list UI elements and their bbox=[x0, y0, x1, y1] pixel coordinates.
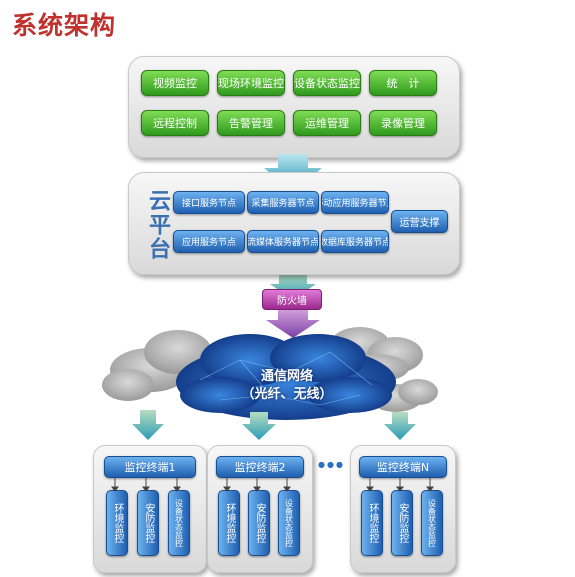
alarm-management-button[interactable]: 告警管理 bbox=[217, 110, 285, 136]
video-monitoring-button[interactable]: 视频监控 bbox=[141, 70, 209, 96]
terminal-panel-n: 监控终端N 环境监控 安防监控 设备状态监控 bbox=[350, 445, 456, 573]
security-monitoring-2[interactable]: 安防监控 bbox=[248, 490, 270, 556]
terminal-panel-1: 监控终端1 环境监控 安防监控 设备状态监控 bbox=[93, 445, 207, 573]
network-cloud bbox=[176, 334, 396, 420]
mobile-app-server-node[interactable]: 移动应用服务器节点 bbox=[321, 191, 389, 214]
terminal-title-2[interactable]: 监控终端2 bbox=[216, 456, 304, 478]
ellipsis: ●●● bbox=[318, 460, 345, 469]
page-title: 系统架构 bbox=[12, 11, 117, 40]
terminal-panel-2: 监控终端2 环境监控 安防监控 设备状态监控 bbox=[207, 445, 313, 573]
firewall-label: 防火墙 bbox=[262, 289, 322, 310]
statistics-button[interactable]: 统 计 bbox=[369, 70, 437, 96]
operation-maintenance-button[interactable]: 运维管理 bbox=[293, 110, 361, 136]
terminal-title-1[interactable]: 监控终端1 bbox=[104, 456, 196, 478]
device-status-monitoring-button[interactable]: 设备状态监控 bbox=[293, 70, 361, 96]
down-arrow-terminal-1 bbox=[132, 410, 164, 440]
device-status-monitoring-n[interactable]: 设备状态监控 bbox=[421, 490, 443, 556]
security-monitoring-1[interactable]: 安防监控 bbox=[137, 490, 159, 556]
network-label-line1: 通信网络 bbox=[260, 369, 313, 384]
network-label: 通信网络 （光纤、无线） bbox=[212, 368, 362, 404]
streaming-media-server-node[interactable]: 流媒体服务器节点 bbox=[247, 230, 319, 253]
collection-server-node[interactable]: 采集服务器节点 bbox=[247, 191, 319, 214]
cloud-platform-label: 云平台 bbox=[145, 189, 170, 261]
cloud-platform-panel: 云平台 接口服务节点 采集服务器节点 移动应用服务器节点 应用服务节点 流媒体服… bbox=[128, 172, 460, 275]
database-server-node[interactable]: 数据库服务器节点 bbox=[321, 230, 389, 253]
environment-monitoring-n[interactable]: 环境监控 bbox=[361, 490, 383, 556]
operation-support-node[interactable]: 运营支撑 bbox=[391, 210, 448, 233]
network-label-line2: （光纤、无线） bbox=[241, 387, 333, 402]
terminal-title-n[interactable]: 监控终端N bbox=[359, 456, 447, 478]
environment-monitoring-1[interactable]: 环境监控 bbox=[106, 490, 128, 556]
recording-management-button[interactable]: 录像管理 bbox=[369, 110, 437, 136]
interface-service-node[interactable]: 接口服务节点 bbox=[173, 191, 245, 214]
application-layer-panel: 视频监控 现场环境监控 设备状态监控 统 计 远程控制 告警管理 运维管理 录像… bbox=[128, 56, 460, 158]
environment-monitoring-button[interactable]: 现场环境监控 bbox=[217, 70, 285, 96]
environment-monitoring-2[interactable]: 环境监控 bbox=[218, 490, 240, 556]
down-arrow-terminal-2 bbox=[242, 412, 276, 440]
down-arrow-terminal-n bbox=[384, 412, 416, 440]
remote-control-button[interactable]: 远程控制 bbox=[141, 110, 209, 136]
down-arrow-3 bbox=[266, 308, 320, 338]
down-arrow-2 bbox=[270, 272, 316, 300]
device-status-monitoring-2[interactable]: 设备状态监控 bbox=[278, 490, 300, 556]
security-monitoring-n[interactable]: 安防监控 bbox=[391, 490, 413, 556]
grey-cloud-left bbox=[102, 330, 212, 401]
device-status-monitoring-1[interactable]: 设备状态监控 bbox=[168, 490, 190, 556]
application-service-node[interactable]: 应用服务节点 bbox=[173, 230, 245, 253]
